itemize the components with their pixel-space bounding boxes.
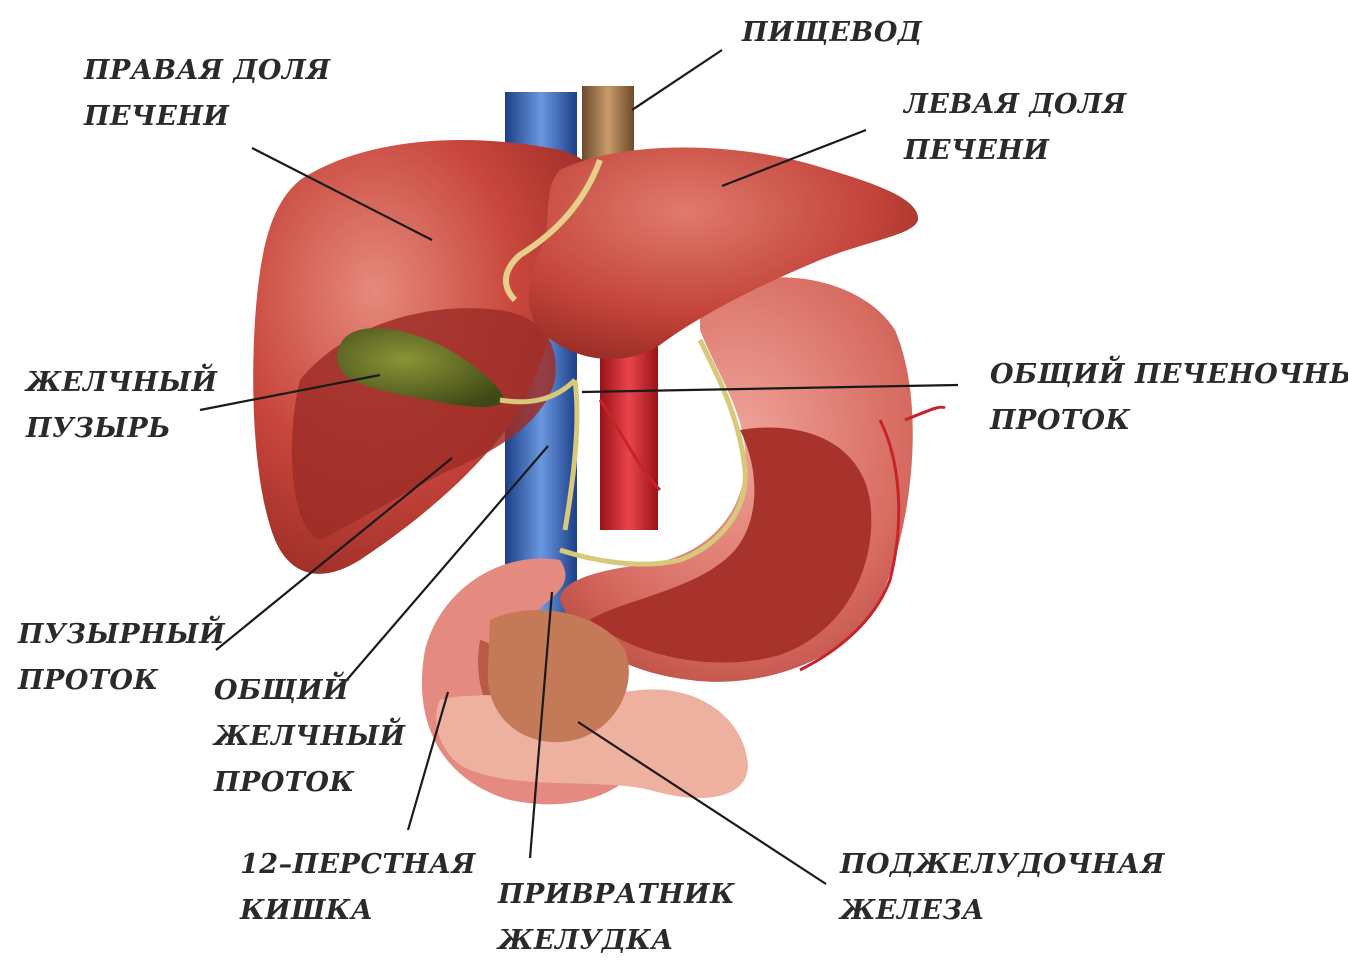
label-line: ПРИВРАТНИК [498,872,735,918]
label-line: ПРОТОК [990,398,1348,444]
label-common-bile-duct: ОБЩИЙ ЖЕЛЧНЫЙ ПРОТОК [214,668,406,806]
label-line: ПРОТОК [18,658,225,704]
label-line: ЖЕЛУДКА [498,918,735,964]
label-line: ЖЕЛЕЗА [840,888,1165,934]
label-line: ПИЩЕВОД [742,10,922,56]
label-pylorus: ПРИВРАТНИК ЖЕЛУДКА [498,872,735,964]
label-line: ОБЩИЙ ПЕЧЕНОЧНЫЙ [990,352,1348,398]
label-line: ЖЕЛЧНЫЙ [214,714,406,760]
label-line: ОБЩИЙ [214,668,406,714]
label-common-hepatic-duct: ОБЩИЙ ПЕЧЕНОЧНЫЙ ПРОТОК [990,352,1348,444]
label-line: ПЕЧЕНИ [904,128,1127,174]
label-gallbladder: ЖЕЛЧНЫЙ ПУЗЫРЬ [26,360,218,452]
label-right-liver-lobe: ПРАВАЯ ДОЛЯ ПЕЧЕНИ [84,48,331,140]
label-line: ПРОТОК [214,760,406,806]
label-line: ПЕЧЕНИ [84,94,331,140]
label-pancreas: ПОДЖЕЛУДОЧНАЯ ЖЕЛЕЗА [840,842,1165,934]
label-cystic-duct: ПУЗЫРНЫЙ ПРОТОК [18,612,225,704]
label-duodenum: 12–ПЕРСТНАЯ КИШКА [240,842,476,934]
label-line: ЖЕЛЧНЫЙ [26,360,218,406]
label-line: ПРАВАЯ ДОЛЯ [84,48,331,94]
label-line: 12–ПЕРСТНАЯ [240,842,476,888]
leader-esophagus [632,50,722,110]
label-line: ПУЗЫРНЫЙ [18,612,225,658]
label-esophagus: ПИЩЕВОД [742,10,922,56]
label-line: ПУЗЫРЬ [26,406,218,452]
label-line: КИШКА [240,888,476,934]
label-line: ЛЕВАЯ ДОЛЯ [904,82,1127,128]
label-line: ПОДЖЕЛУДОЧНАЯ [840,842,1165,888]
label-left-liver-lobe: ЛЕВАЯ ДОЛЯ ПЕЧЕНИ [904,82,1127,174]
